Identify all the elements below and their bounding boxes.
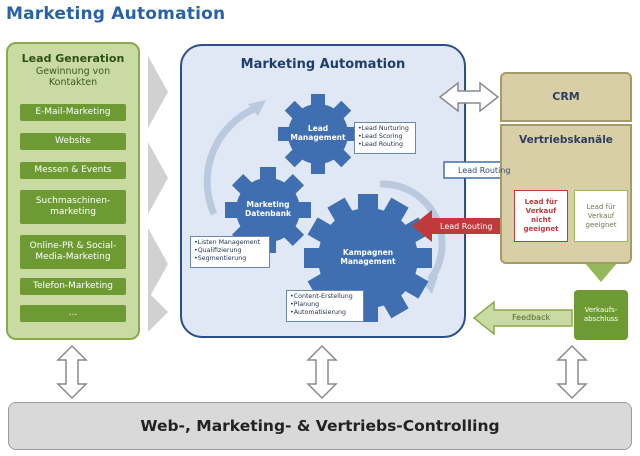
gear-label-lead-management: Lead Management — [290, 124, 346, 142]
datenbank-bullets: Listen Management Qualifizierung Segment… — [190, 236, 270, 268]
chevron-arrow — [148, 292, 168, 332]
page-title: Marketing Automation — [6, 4, 226, 24]
rotation-arrow — [379, 180, 446, 283]
chevron-arrow — [148, 228, 168, 300]
vertriebskanaele-label: Vertriebskanäle — [519, 134, 613, 146]
bullet-item: Lead Nurturing — [358, 125, 412, 133]
green-down-arrow — [584, 248, 618, 282]
channel-messen-events: Messen & Events — [20, 162, 126, 179]
marketing-automation-title: Marketing Automation — [240, 57, 406, 72]
double-arrow-vertical — [556, 344, 588, 400]
channel-more: ... — [20, 305, 126, 322]
lead-suitable-box: Lead für Verkauf geeignet — [574, 190, 628, 242]
lead-generation-title: Lead Generation — [21, 52, 125, 65]
gear-label-kampagnen-management: Kampagnen Management — [340, 248, 396, 266]
double-arrow-crm — [438, 81, 500, 113]
chevron-arrow — [148, 142, 168, 214]
channel-online-pr-social-media: Online-PR & Social- Media-Marketing — [20, 235, 126, 269]
bullet-item: Automatisierung — [290, 309, 360, 317]
lead-routing-label-bottom: Lead Routing — [440, 222, 493, 231]
lead-generation-subtitle: Gewinnung von Kontakten — [35, 66, 111, 88]
gear-label-marketing-datenbank: Marketing Datenbank — [244, 200, 292, 218]
crm-label: CRM — [552, 90, 580, 103]
bullet-item: Planung — [290, 301, 360, 309]
bullet-item: Lead Scoring — [358, 133, 412, 141]
channel-website: Website — [20, 133, 126, 150]
bullet-item: Qualifizierung — [194, 247, 266, 255]
kampagnen-bullets: Content-Erstellung Planung Automatisieru… — [286, 290, 364, 322]
kampagnen-management-gear-icon — [304, 194, 432, 322]
lead-routing-arrow-left — [412, 210, 514, 242]
double-arrow-vertical — [56, 344, 88, 400]
lead-not-suitable-box: Lead für Verkauf nicht geeignet — [514, 190, 568, 242]
double-arrow-vertical — [306, 344, 338, 400]
feedback-arrow — [472, 300, 573, 336]
channel-suchmaschinenmarketing: Suchmaschinen- marketing — [20, 190, 126, 224]
rotation-arrow — [203, 104, 258, 216]
rotation-arrowhead — [248, 100, 266, 116]
feedback-label: Feedback — [512, 313, 551, 322]
bullet-item: Content-Erstellung — [290, 293, 360, 301]
crm-panel — [500, 72, 632, 122]
verkaufsabschluss-box: Verkaufs- abschluss — [574, 290, 628, 340]
bullet-item: Lead Routing — [358, 141, 412, 149]
chevron-arrow — [148, 56, 168, 128]
lead-routing-label-top: Lead Routing — [458, 166, 511, 175]
lead-management-bullets: Lead Nurturing Lead Scoring Lead Routing — [354, 122, 416, 154]
channel-email-marketing: E-Mail-Marketing — [20, 104, 126, 121]
channel-telefon-marketing: Telefon-Marketing — [20, 278, 126, 295]
bullet-item: Listen Management — [194, 239, 266, 247]
lead-management-gear-icon — [278, 94, 358, 174]
controlling-bar: Web-, Marketing- & Vertriebs-Controlling — [8, 402, 632, 450]
bullet-item: Segmentierung — [194, 255, 266, 263]
